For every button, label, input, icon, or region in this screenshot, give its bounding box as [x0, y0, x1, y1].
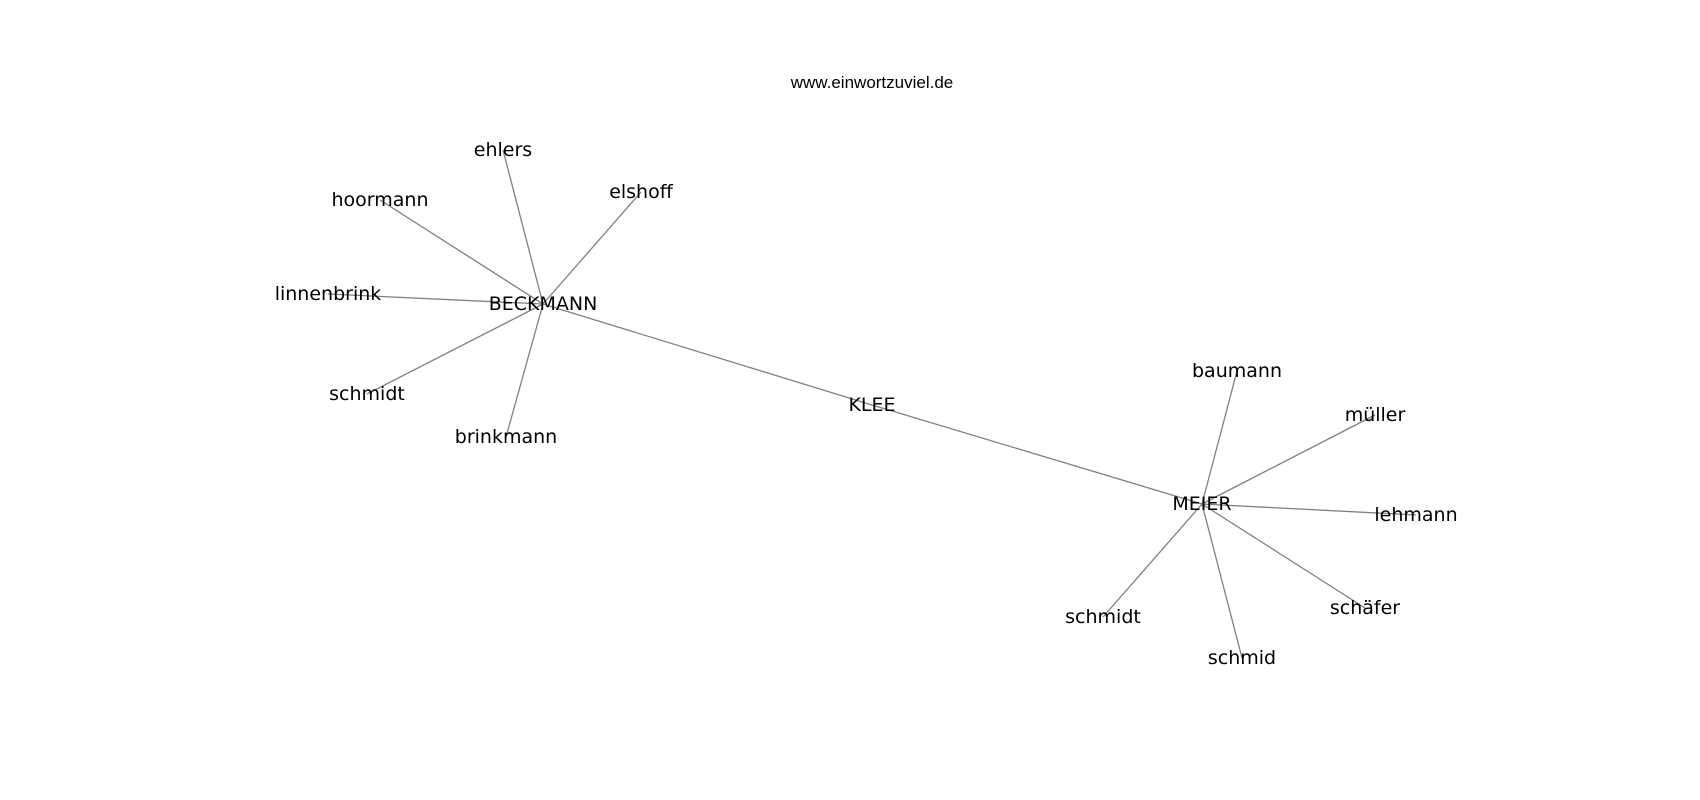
edge-beckmann-linnenbrink [327, 293, 544, 305]
node-label-schmid: schmid [1208, 647, 1276, 669]
node-label-meier: MEIER [1172, 493, 1231, 515]
node-label-brinkmann: brinkmann [455, 426, 557, 448]
node-label-lehmann: lehmann [1374, 504, 1457, 526]
node-label-schmidt-m: schmidt [1065, 606, 1141, 628]
node-label-linnenbrink: linnenbrink [275, 283, 382, 305]
edges-layer [327, 149, 1417, 659]
node-label-schmidt-b: schmidt [329, 383, 405, 405]
site-caption: www.einwortzuviel.de [790, 73, 954, 92]
edge-beckmann-hoormann [379, 199, 544, 305]
edge-meier-schmid [1201, 503, 1243, 659]
edge-meier-schmidt-m [1102, 503, 1203, 618]
edge-meier-lehmann [1201, 503, 1417, 516]
edge-beckmann-ehlers [502, 149, 544, 305]
edge-klee-meier [871, 404, 1203, 505]
edge-beckmann-klee [542, 303, 873, 406]
edge-beckmann-brinkmann [505, 303, 544, 438]
node-label-mueller: müller [1345, 404, 1406, 426]
nodes-layer: KLEE BECKMANN MEIER ehlers elshoff hoormann li… [275, 139, 1458, 669]
edge-beckmann-schmidt-b [366, 303, 544, 395]
node-label-klee: KLEE [848, 394, 895, 416]
node-label-ehlers: ehlers [474, 139, 532, 161]
edge-meier-baumann [1201, 370, 1238, 505]
edge-meier-mueller [1201, 414, 1376, 505]
node-label-schaefer: schäfer [1330, 597, 1400, 619]
edge-beckmann-elshoff [542, 191, 642, 305]
node-label-baumann: baumann [1192, 360, 1282, 382]
node-label-beckmann: BECKMANN [489, 293, 598, 315]
node-label-elshoff: elshoff [609, 181, 674, 203]
node-label-hoormann: hoormann [331, 189, 428, 211]
edge-meier-schaefer [1201, 503, 1366, 609]
